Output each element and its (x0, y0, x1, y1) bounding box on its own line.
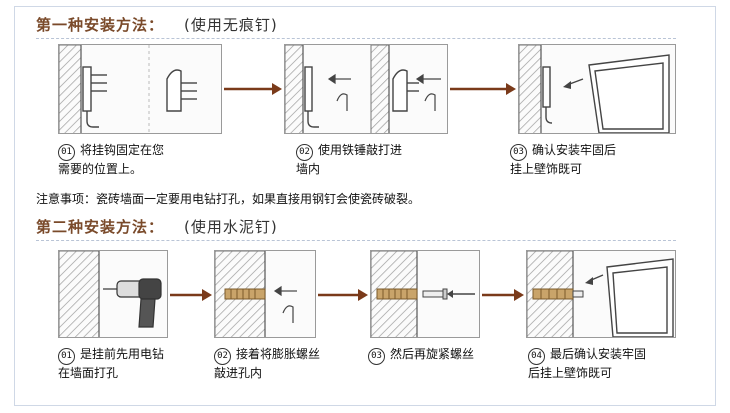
m2-step4-panel (526, 250, 676, 338)
m2-step4-line1: 最后确认安装牢固 (550, 347, 647, 361)
m1-step3-line2: 挂上壁饰既可 (510, 162, 583, 176)
m1-step3-illustration (519, 45, 670, 133)
m2-arrow-2 (318, 289, 368, 301)
m1-arrow-2 (450, 83, 516, 95)
method1-subtitle: (使用无痕钉) (184, 16, 278, 34)
hammer-arrow-icon (327, 73, 351, 111)
hook-side-icon (166, 69, 197, 112)
step-number-badge: 03 (510, 144, 527, 161)
m2-arrow-1 (170, 289, 212, 301)
m1-step3-panel (518, 44, 676, 134)
m1-step2-line2: 墙内 (296, 162, 321, 176)
m1-step3-caption: 03 确认安装牢固后 挂上壁饰既可 (510, 142, 616, 177)
m1-arrow-1 (224, 83, 282, 95)
hook-icon (542, 66, 553, 124)
m2-step1-illustration (59, 251, 162, 337)
m1-step2-line1: 使用铁锤敲打进 (318, 143, 403, 157)
picture-frame-icon (588, 54, 670, 133)
m2-step3-illustration (371, 251, 475, 337)
hammer-arrow-icon (273, 285, 297, 323)
m2-step1-line1: 是挂前先用电钻 (80, 347, 165, 361)
method2-subtitle: (使用水泥钉) (184, 218, 278, 236)
step-number-badge: 03 (368, 348, 385, 365)
m2-step1-line2: 在墙面打孔 (58, 366, 119, 380)
m2-step3-line1: 然后再旋紧螺丝 (390, 347, 475, 361)
m2-step1-caption: 01 是挂前先用电钻 在墙面打孔 (58, 346, 164, 381)
m2-step2-line2: 敲进孔内 (214, 366, 263, 380)
method1-divider (36, 38, 676, 39)
m1-step2-panel (284, 44, 448, 134)
warning-note: 注意事项：瓷砖墙面一定要用电钻打孔，如果直接用钢钉会使瓷砖破裂。 (36, 192, 421, 206)
m1-step1-line2: 需要的位置上。 (58, 162, 143, 176)
m2-step3-panel (370, 250, 480, 338)
screw-icon (422, 288, 448, 300)
m2-step2-caption: 02 接着将膨胀螺丝 敲进孔内 (214, 346, 320, 381)
arrow-icon (563, 78, 584, 89)
m2-step2-illustration (215, 251, 297, 337)
step-number-badge: 01 (58, 144, 75, 161)
m2-step4-illustration (527, 251, 674, 337)
hook-side-icon (392, 69, 419, 112)
hook-icon (304, 66, 319, 128)
anchor-plug-icon (376, 288, 418, 300)
m1-step3-line1: 确认安装牢固后 (532, 143, 617, 157)
m1-step2-illustration (285, 45, 441, 133)
step-number-badge: 04 (528, 348, 545, 365)
m1-step1-caption: 01 将挂钩固定在您 需要的位置上。 (58, 142, 164, 177)
m2-step4-line2: 后挂上壁饰既可 (528, 366, 613, 380)
arrow-icon (447, 290, 475, 298)
step-number-badge: 02 (296, 144, 313, 161)
hook-icon (82, 66, 107, 128)
drill-icon (103, 278, 162, 328)
anchor-plug-icon (224, 288, 266, 300)
m1-step1-line1: 将挂钩固定在您 (80, 143, 165, 157)
m2-step2-line1: 接着将膨胀螺丝 (236, 347, 321, 361)
step-number-badge: 02 (214, 348, 231, 365)
method2-divider (36, 240, 676, 241)
m2-step4-caption: 04 最后确认安装牢固 后挂上壁饰既可 (528, 346, 646, 381)
picture-frame-icon (606, 258, 674, 337)
anchor-plug-icon (532, 288, 574, 300)
m2-step2-panel (214, 250, 316, 338)
method2-title: 第二种安装方法： (36, 218, 165, 236)
m1-step1-panel (58, 44, 222, 134)
arrow-icon (585, 274, 604, 285)
method1-title-row: 第一种安装方法： (使用无痕钉) (36, 14, 278, 35)
m1-step2-caption: 02 使用铁锤敲打进 墙内 (296, 142, 402, 177)
m2-step1-panel (58, 250, 168, 338)
method2-title-row: 第二种安装方法： (使用水泥钉) (36, 216, 278, 237)
m1-step1-illustration (59, 45, 197, 133)
m2-arrow-3 (482, 289, 524, 301)
m2-step3-caption: 03 然后再旋紧螺丝 (368, 346, 474, 365)
wall-hatch (59, 45, 82, 133)
method1-title: 第一种安装方法： (36, 16, 165, 34)
step-number-badge: 01 (58, 348, 75, 365)
